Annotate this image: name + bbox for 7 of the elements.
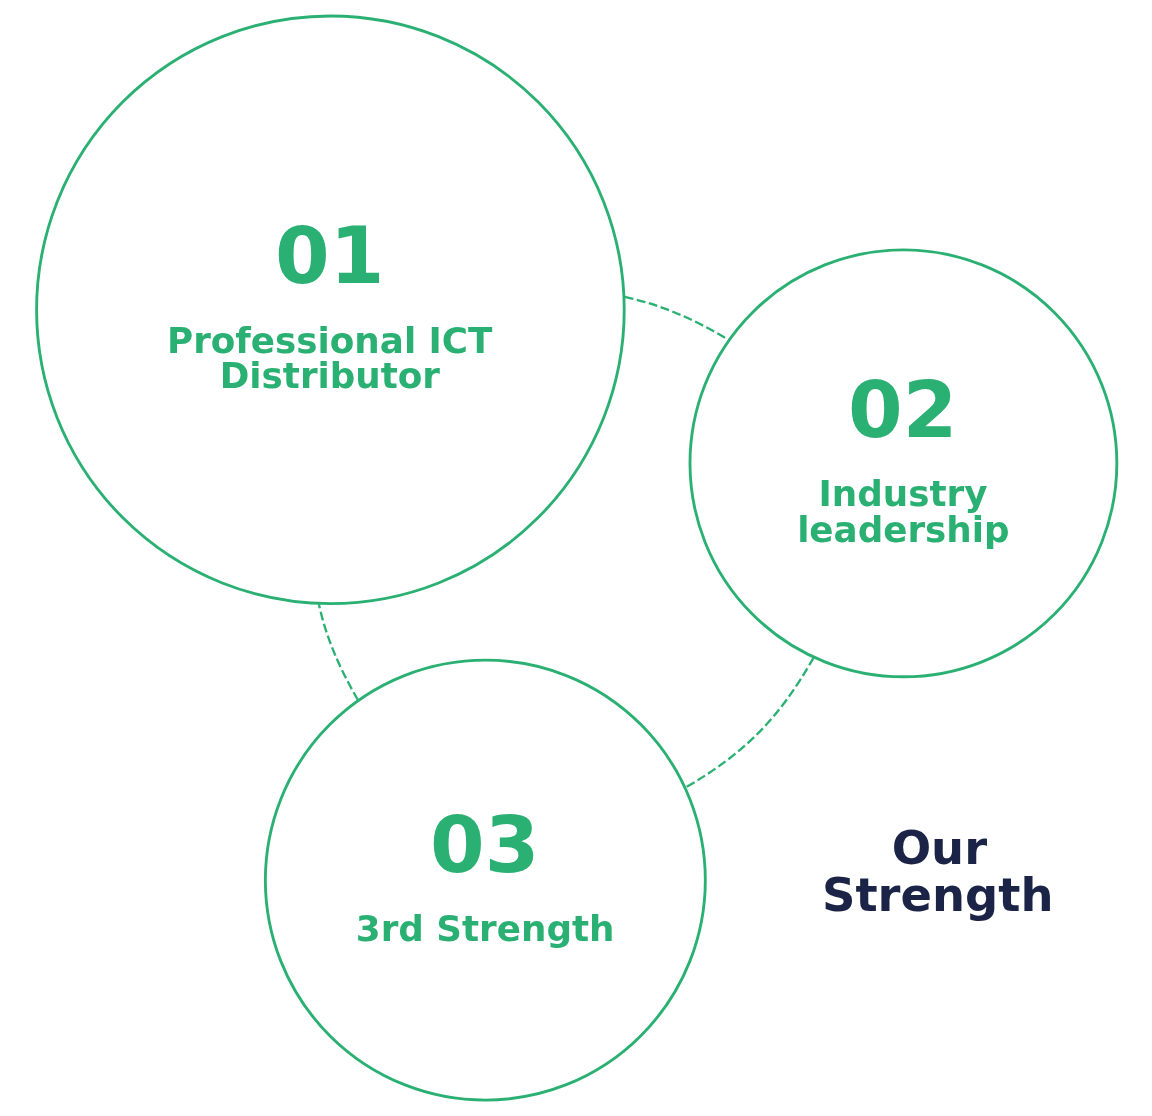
connector — [684, 656, 815, 789]
label: Our Strength — [821, 821, 1054, 922]
node-circle: 01 Professional ICT Distributor — [34, 14, 626, 606]
connector — [623, 295, 730, 342]
connector — [317, 603, 359, 701]
node-circle: 03 3rd Strength — [263, 658, 707, 1102]
node-circle: 02 Industry leadership — [688, 248, 1118, 679]
